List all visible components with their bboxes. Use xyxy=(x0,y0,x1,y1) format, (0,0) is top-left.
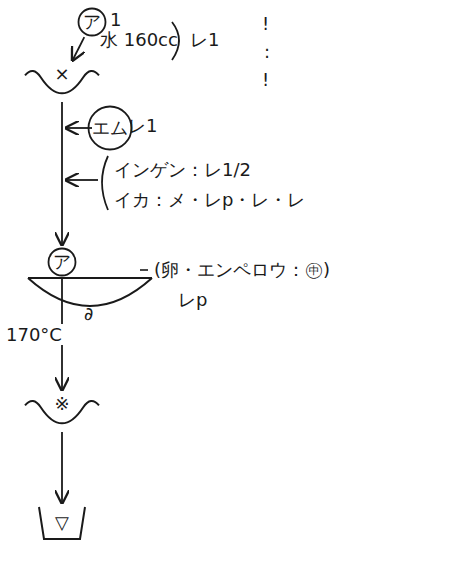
add-arrow xyxy=(66,179,98,181)
bracket xyxy=(102,156,108,210)
node-text: ▽ xyxy=(55,513,69,533)
bowl-sketch xyxy=(28,278,152,306)
note-text: ! xyxy=(262,70,269,91)
note-text: ! xyxy=(262,14,269,35)
pan-node: × xyxy=(24,62,100,100)
node-text: ※ xyxy=(54,394,69,414)
pan-node: ※ xyxy=(24,392,100,430)
flow-arrow xyxy=(61,432,63,503)
node-text: エム xyxy=(92,118,128,138)
node-text: ア xyxy=(53,252,71,272)
note-text: 水 160cc xyxy=(100,30,178,51)
flow-arrow xyxy=(61,102,63,245)
circled-symbol: ア xyxy=(47,247,77,277)
dish-node: ▽ xyxy=(38,505,86,541)
node-text: ア xyxy=(83,12,101,32)
note-text: ∂ xyxy=(84,304,93,325)
flow-arrow xyxy=(73,37,85,60)
add-tick xyxy=(140,269,148,271)
note-text: : xyxy=(264,42,270,63)
note-text: レ1 xyxy=(128,116,157,137)
note-text: 1 xyxy=(110,10,121,31)
note-text: インゲン：レ1/2 xyxy=(114,160,251,181)
note-text: (卵・エンペロウ：㊥) xyxy=(154,260,330,281)
edge-label: 170°C xyxy=(4,324,64,345)
note-text: レ1 xyxy=(190,30,219,51)
node-text: × xyxy=(54,64,69,84)
note-text: レp xyxy=(178,290,207,311)
circled-symbol: エム xyxy=(87,105,133,151)
note-text: イカ：メ・レp・レ・レ xyxy=(114,190,305,211)
